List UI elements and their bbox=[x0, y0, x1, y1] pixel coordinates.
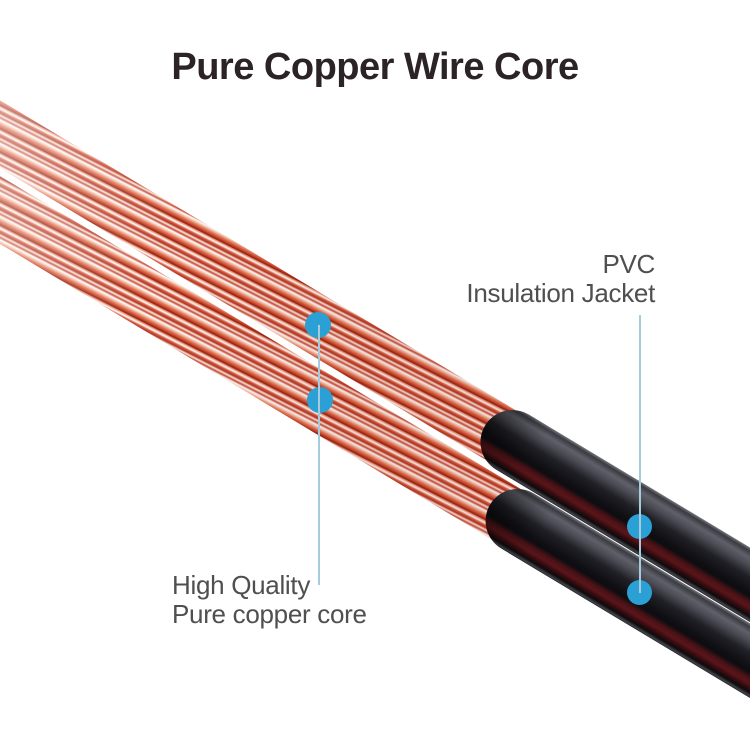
page-title: Pure Copper Wire Core bbox=[171, 46, 579, 88]
copper-core-marker-dot-icon bbox=[307, 387, 333, 413]
core-label-line2: Pure copper core bbox=[172, 599, 367, 629]
core-label-line1: High Quality bbox=[172, 570, 311, 600]
jacket-label: PVC Insulation Jacket bbox=[466, 250, 655, 308]
copper-core-leader-line bbox=[318, 325, 320, 585]
jacket-label-line2: Insulation Jacket bbox=[466, 278, 655, 308]
jacket-label-line1: PVC bbox=[602, 249, 655, 279]
core-label: High Quality Pure copper core bbox=[172, 571, 367, 629]
jacket-leader-line bbox=[639, 315, 641, 593]
